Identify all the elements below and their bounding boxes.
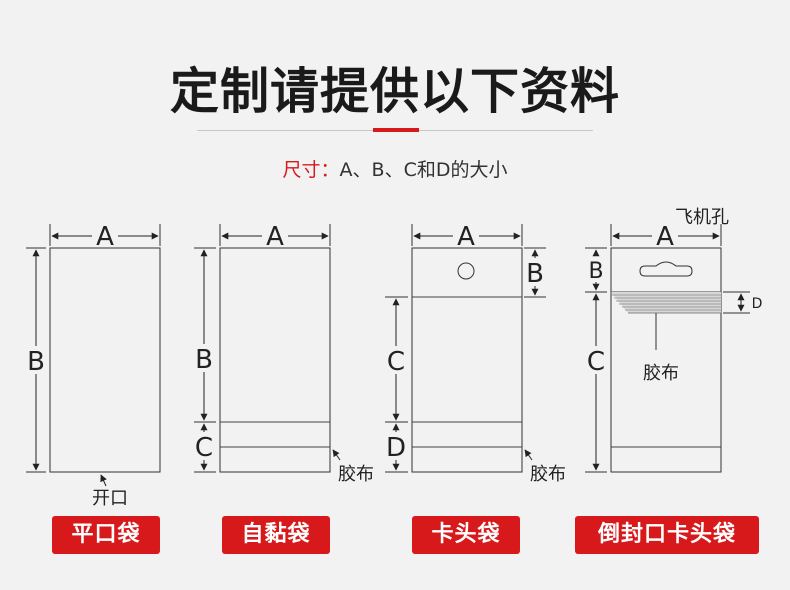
hang-hole-icon [457, 262, 475, 280]
bag-header-name: 卡头袋 [412, 516, 520, 554]
bag-header-body-label: C [387, 347, 405, 377]
bag-reverse-name: 倒封口卡头袋 [575, 516, 759, 554]
bag-reverse-header-label: B [588, 259, 603, 284]
bag-header-width-label: A [457, 222, 475, 252]
bag-flat-opening-label: 开口 [92, 488, 128, 509]
bag-reverse-hang-hole-label: 飞机孔 [675, 207, 729, 228]
bag-flat-height-label: B [27, 347, 45, 377]
bag-adhesive-diagram: A B C 胶布 [194, 222, 374, 485]
bag-reverse-tape-width-label: D [752, 296, 763, 312]
hang-slot-icon [639, 261, 693, 277]
bag-flat-width-label: A [96, 222, 114, 252]
bag-flat-diagram: A B 开口 [26, 222, 161, 509]
bag-header-diagram: A B C D 胶布 [385, 222, 566, 485]
bag-reverse-diagram: 飞机孔 A B C D 胶布 [585, 207, 763, 473]
bag-adhesive-flap-label: C [195, 433, 213, 463]
bag-header-header-label: B [526, 259, 544, 289]
bag-header-tape-label: 胶布 [530, 464, 566, 485]
title-divider-accent [373, 128, 419, 132]
bag-adhesive-width-label: A [266, 222, 284, 252]
bag-adhesive-tape-label: 胶布 [338, 464, 374, 485]
bag-header-flap-label: D [386, 433, 406, 463]
bag-adhesive-body-label: B [195, 345, 213, 375]
bag-flat-name: 平口袋 [52, 516, 160, 554]
subtitle-text: A、B、C和D的大小 [339, 159, 508, 181]
bag-reverse-body-label: C [587, 347, 605, 377]
bag-reverse-width-label: A [656, 222, 674, 252]
page-title: 定制请提供以下资料 [169, 63, 620, 120]
bag-adhesive-name: 自黏袋 [222, 516, 330, 554]
bag-reverse-tape-label: 胶布 [643, 363, 679, 384]
subtitle: 尺寸：A、B、C和D的大小 [0, 155, 790, 182]
subtitle-label: 尺寸： [282, 159, 340, 181]
